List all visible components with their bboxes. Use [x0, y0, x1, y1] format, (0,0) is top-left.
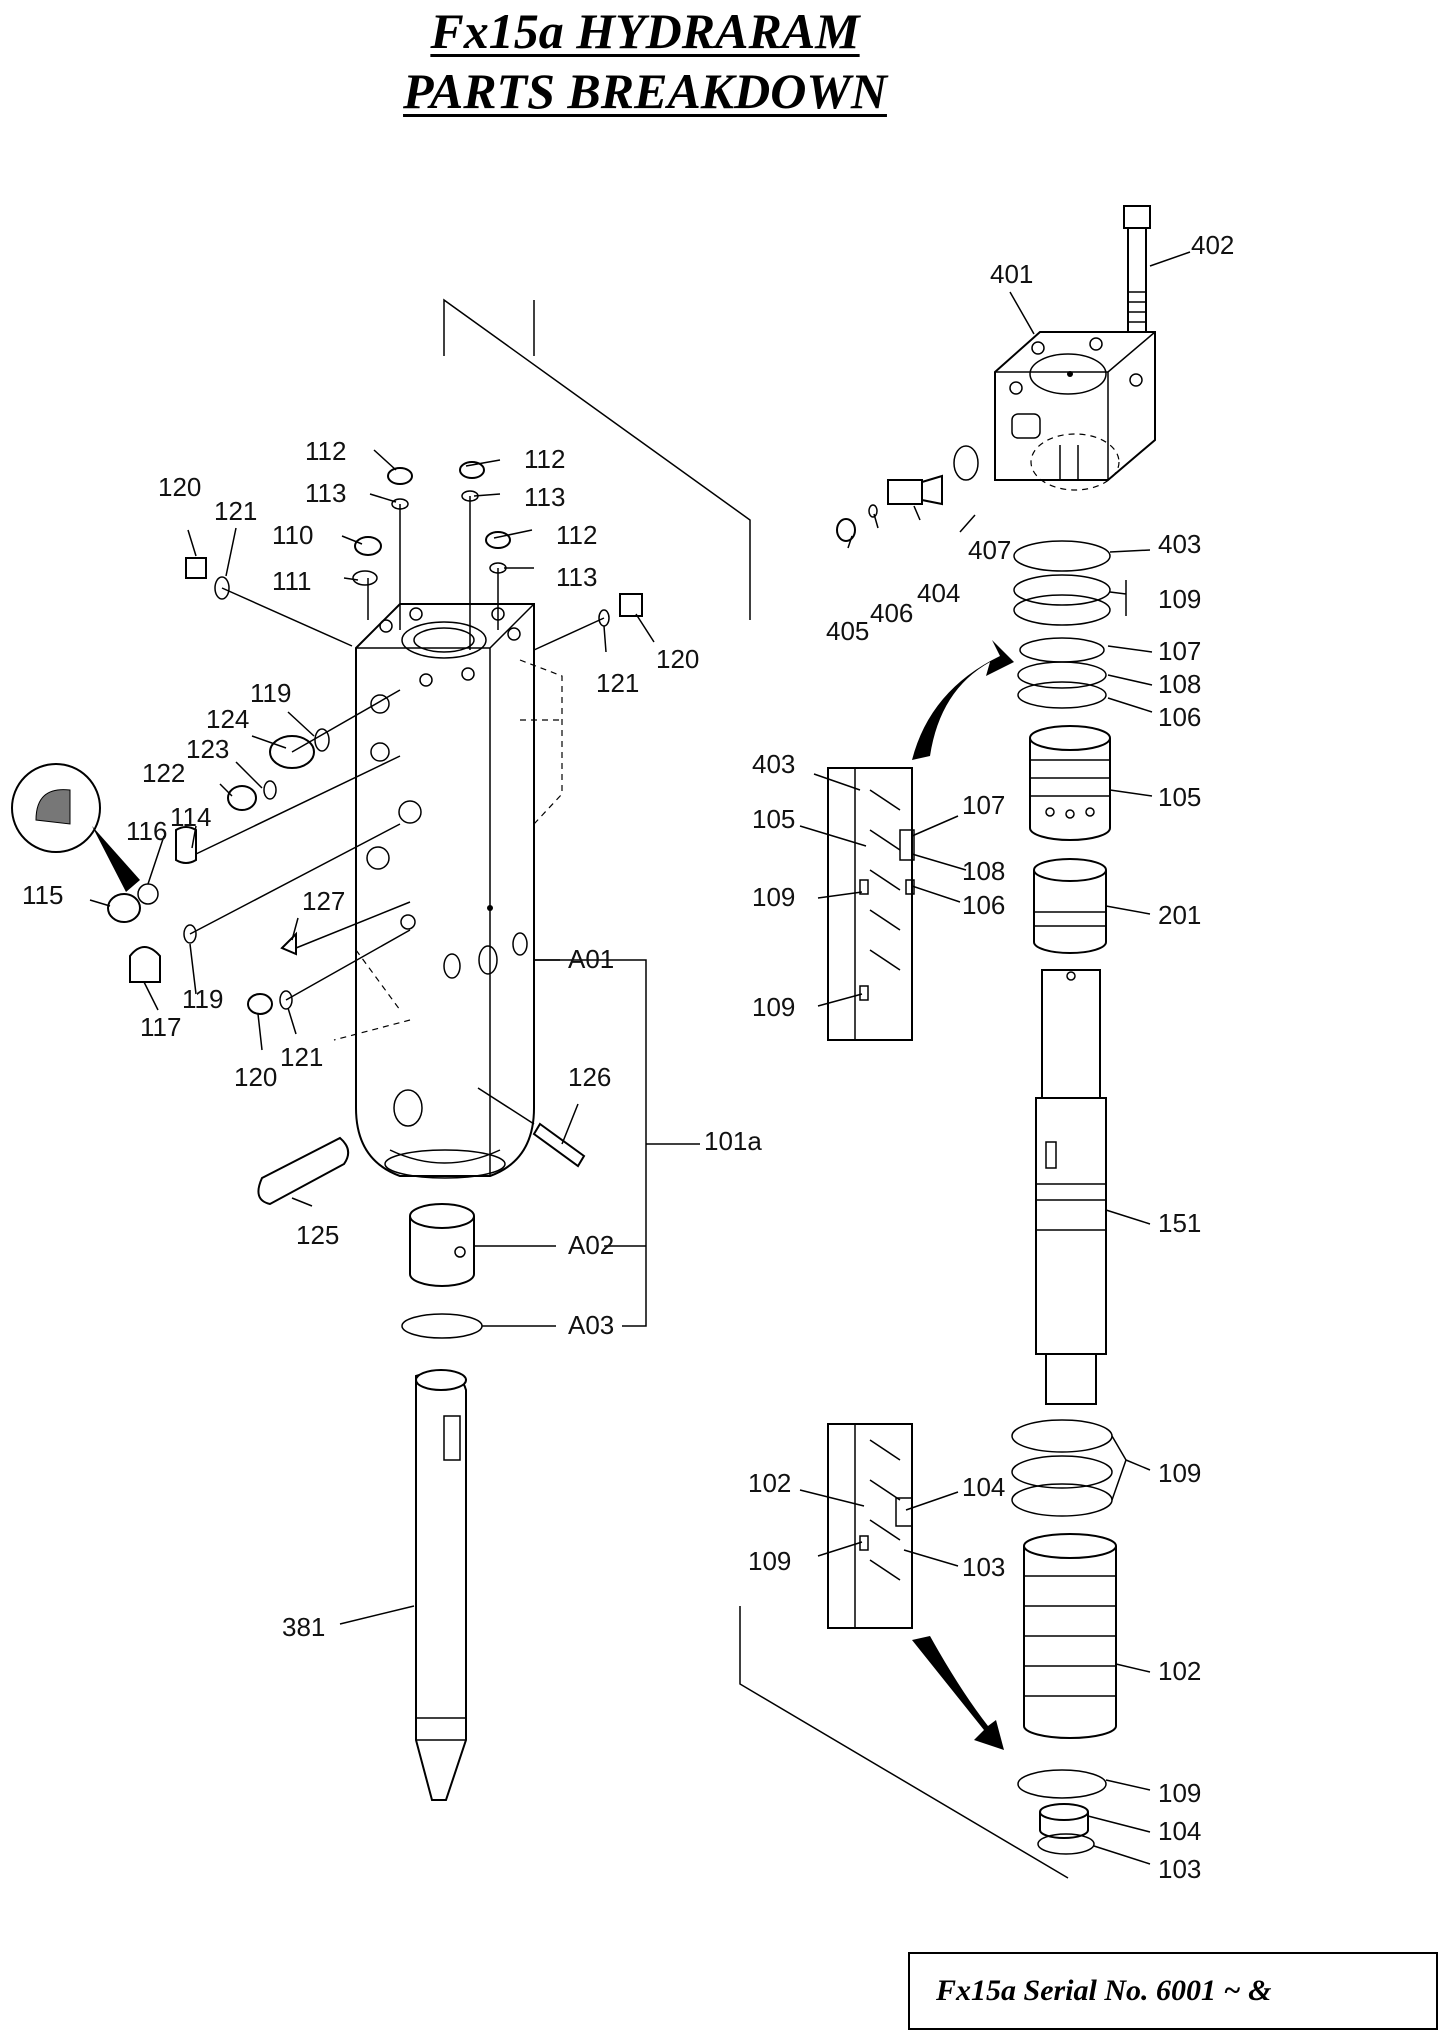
- callout-102: 102: [1158, 1656, 1201, 1686]
- callout-109-lower: 109: [1158, 1778, 1201, 1808]
- bush-A02: [409, 1203, 475, 1287]
- callout-112-b: 112: [524, 444, 565, 474]
- callout-401: 401: [990, 259, 1033, 289]
- section-view-lower: [827, 1423, 913, 1629]
- pin-125: [257, 1136, 350, 1206]
- callout-124: 124: [206, 704, 249, 734]
- callout-109-middle: 109: [1158, 1458, 1201, 1488]
- section-callout-104: 104: [962, 1472, 1005, 1502]
- callout-111: 111: [272, 566, 312, 596]
- callout-121-b: 121: [596, 668, 639, 698]
- chisel-381: [415, 1369, 467, 1801]
- side-fittings: [107, 557, 643, 1041]
- callout-112-a: 112: [305, 436, 346, 466]
- section-callout-103: 103: [962, 1552, 1005, 1582]
- main-body-A01: [355, 603, 563, 1179]
- callout-106: 106: [1158, 702, 1201, 732]
- arrow-down-icon: [912, 1636, 1004, 1750]
- callout-113-c: 113: [556, 562, 597, 592]
- pin-126: [477, 1087, 586, 1168]
- section-callout-109-c: 109: [748, 1546, 791, 1576]
- seal-sleeve-201: [1033, 858, 1107, 954]
- section-callout-107: 107: [962, 790, 1005, 820]
- callout-125: 125: [296, 1220, 339, 1250]
- callout-126: 126: [568, 1062, 611, 1092]
- callout-103: 103: [1158, 1854, 1201, 1884]
- callout-119-b: 119: [182, 984, 223, 1014]
- leaders-sections: [799, 773, 967, 1567]
- section-callout-108: 108: [962, 856, 1005, 886]
- callout-127: 127: [302, 886, 345, 916]
- callout-A02: A02: [568, 1230, 614, 1260]
- section-callout-106: 106: [962, 890, 1005, 920]
- exploded-guide-top: [443, 298, 751, 620]
- callout-402: 402: [1191, 230, 1234, 260]
- section-view-upper: [827, 767, 915, 1041]
- callout-112-c: 112: [556, 520, 597, 550]
- section-callout-105: 105: [752, 804, 795, 834]
- callout-381: 381: [282, 1612, 325, 1642]
- callout-110: 110: [272, 520, 313, 550]
- callout-120-a: 120: [158, 472, 201, 502]
- callout-119-a: 119: [250, 678, 291, 708]
- callout-115: 115: [22, 880, 63, 910]
- callout-A03: A03: [568, 1310, 614, 1340]
- page-title-line-1: Fx15a HYDRARAM: [430, 3, 860, 59]
- callout-201: 201: [1158, 900, 1201, 930]
- callout-109-upper: 109: [1158, 584, 1201, 614]
- callout-101a: 101a: [704, 1126, 762, 1156]
- leaders-left: [89, 449, 655, 1625]
- section-callout-102: 102: [748, 1468, 791, 1498]
- callout-404: 404: [917, 578, 960, 608]
- callout-122: 122: [142, 758, 185, 788]
- callout-120-b: 120: [656, 644, 699, 674]
- callout-113-a: 113: [305, 478, 346, 508]
- seal-rings-upper: [836, 445, 1111, 709]
- section-callout-403: 403: [752, 749, 795, 779]
- front-cylinder-102: [1023, 1533, 1117, 1739]
- callout-116: 116: [126, 816, 167, 846]
- callout-123: 123: [186, 734, 229, 764]
- callout-105: 105: [1158, 782, 1201, 812]
- section-callout-109-b: 109: [752, 992, 795, 1022]
- back-head-401: [994, 331, 1156, 491]
- seal-retainer-105: [1029, 725, 1111, 841]
- assembly-bracket: [534, 959, 700, 1327]
- callout-114: 114: [170, 802, 211, 832]
- detail-magnifier: [11, 763, 140, 892]
- callout-405: 405: [826, 616, 869, 646]
- bottom-seals: [1017, 1769, 1107, 1855]
- seal-rings-lower: [1011, 1419, 1113, 1517]
- bolt-402: [1123, 205, 1151, 347]
- caps-and-orings-top: [352, 461, 511, 650]
- callout-104: 104: [1158, 1816, 1201, 1846]
- callout-407: 407: [968, 535, 1011, 565]
- callout-113-b: 113: [524, 482, 565, 512]
- callout-121-a: 121: [214, 496, 257, 526]
- callout-403: 403: [1158, 529, 1201, 559]
- callout-A01: A01: [568, 944, 614, 974]
- section-callout-109-a: 109: [752, 882, 795, 912]
- piston-151: [1035, 969, 1107, 1405]
- callout-108: 108: [1158, 669, 1201, 699]
- arrow-up-icon: [912, 640, 1014, 760]
- callout-120-c: 120: [234, 1062, 277, 1092]
- callout-107: 107: [1158, 636, 1201, 666]
- leaders-right: [847, 251, 1191, 1865]
- callout-117: 117: [140, 1012, 181, 1042]
- callout-121-c: 121: [280, 1042, 323, 1072]
- exploded-guide-bottom: [739, 1606, 1069, 1879]
- callout-406: 406: [870, 598, 913, 628]
- serial-number-box: Fx15a Serial No. 6001 ~ &: [908, 1952, 1438, 2030]
- ring-A03: [401, 1313, 483, 1339]
- callout-151: 151: [1158, 1208, 1201, 1238]
- page-title-line-2: PARTS BREAKDOWN: [403, 63, 887, 119]
